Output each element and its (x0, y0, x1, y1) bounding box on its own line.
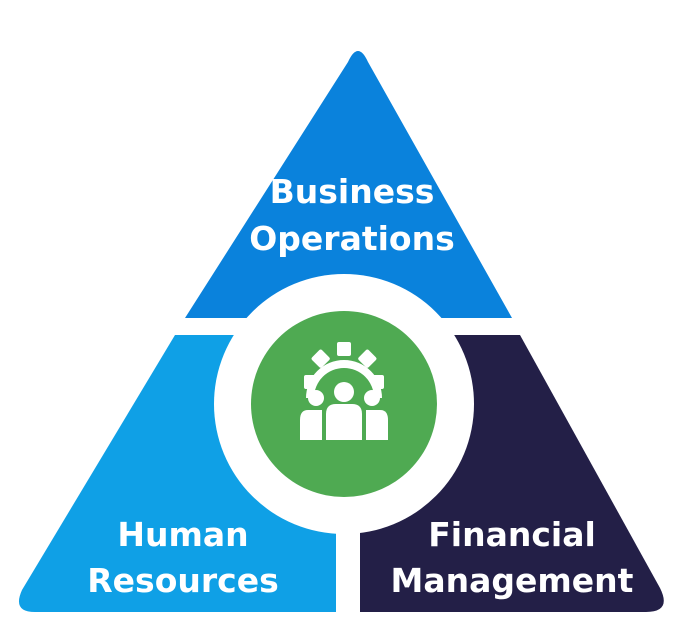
team-gear-icon (300, 342, 388, 440)
label-operations: Operations (249, 219, 455, 258)
label-management: Management (391, 561, 634, 600)
label-human: Human (117, 515, 248, 554)
label-resources: Resources (87, 561, 278, 600)
segment-business-operations (185, 51, 512, 318)
label-business: Business (270, 172, 435, 211)
label-financial: Financial (428, 515, 596, 554)
